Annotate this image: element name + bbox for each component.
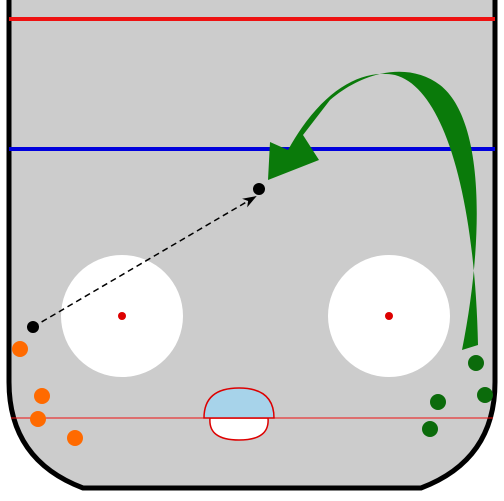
faceoff-dot-right [385, 312, 393, 320]
orange-player [34, 388, 50, 404]
faceoff-circle-right [328, 255, 450, 377]
goal-net [209, 417, 269, 441]
green-player [422, 421, 438, 437]
green-player [477, 387, 493, 403]
green-player [430, 394, 446, 410]
puck-target [253, 183, 265, 195]
orange-player [30, 411, 46, 427]
green-team [422, 355, 493, 437]
dashed-arrow-icon [32, 195, 257, 328]
orange-player [67, 430, 83, 446]
goal-crease [203, 387, 275, 419]
rink-boards [6, 0, 498, 491]
faceoff-dot-left [118, 312, 126, 320]
orange-player [12, 341, 28, 357]
orange-team [12, 341, 83, 446]
puck-start [27, 321, 39, 333]
faceoff-circle-left [61, 255, 183, 377]
green-player [468, 355, 484, 371]
